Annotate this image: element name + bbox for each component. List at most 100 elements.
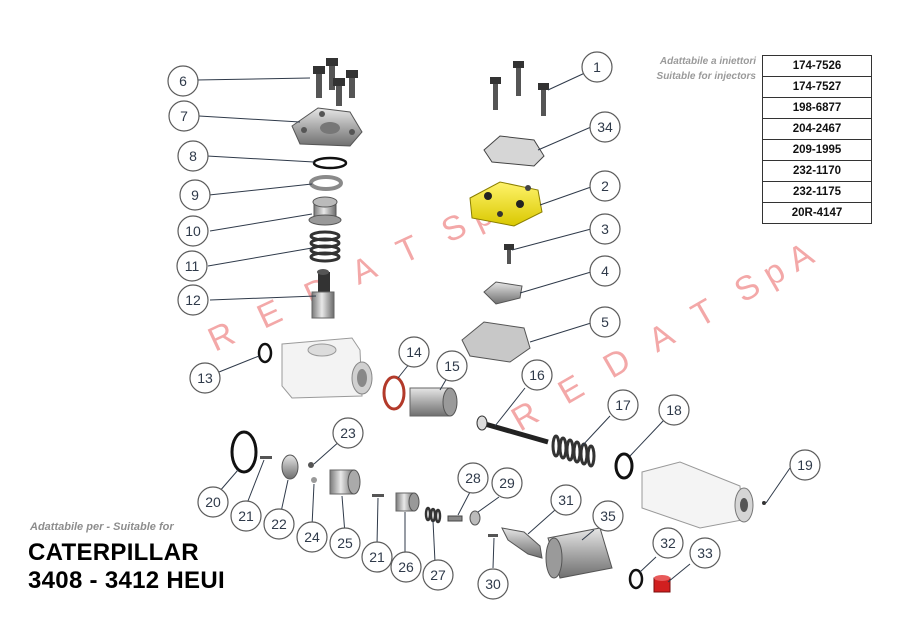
part-31-valve xyxy=(501,527,543,559)
callout-34: 34 xyxy=(589,111,621,143)
part-4-armature xyxy=(483,281,523,305)
part-6-screws xyxy=(313,58,358,106)
svg-text:28: 28 xyxy=(465,470,481,486)
part-10-sleeve xyxy=(308,196,342,226)
injector-codes-table: 174-7526 174-7527 198-6877 204-2467 209-… xyxy=(762,55,872,224)
part-14-seal xyxy=(382,375,406,411)
part-22-disc xyxy=(281,454,299,480)
part-35-barrel xyxy=(545,527,613,579)
part-9-washer xyxy=(309,175,343,191)
svg-text:9: 9 xyxy=(191,187,199,203)
callout-7: 7 xyxy=(168,100,200,132)
table-row: 232-1170 xyxy=(762,160,872,182)
part-1-screws xyxy=(490,61,549,116)
part-29-washer xyxy=(469,510,481,526)
engine-model: 3408 - 3412 HEUI xyxy=(28,567,225,594)
svg-text:29: 29 xyxy=(499,475,515,491)
callout-28: 28 xyxy=(457,462,489,494)
part-24-ball xyxy=(311,477,317,483)
part-8-oring xyxy=(312,156,348,170)
callout-19: 19 xyxy=(789,449,821,481)
callout-17: 17 xyxy=(607,389,639,421)
part-5-plate xyxy=(461,321,531,363)
part-28-pin xyxy=(447,515,463,522)
callout-30: 30 xyxy=(477,568,509,600)
callout-12: 12 xyxy=(177,284,209,316)
svg-text:23: 23 xyxy=(340,425,356,441)
callout-21b: 21 xyxy=(361,541,393,573)
callout-9: 9 xyxy=(179,179,211,211)
callout-14: 14 xyxy=(398,336,430,368)
callout-8: 8 xyxy=(177,140,209,172)
svg-text:5: 5 xyxy=(601,314,609,330)
part-20-oring xyxy=(230,430,258,474)
leader-lines xyxy=(195,71,791,583)
code-cell: 232-1170 xyxy=(762,160,872,182)
table-row: 209-1995 xyxy=(762,139,872,161)
svg-text:2: 2 xyxy=(601,178,609,194)
svg-text:26: 26 xyxy=(398,559,414,575)
svg-text:25: 25 xyxy=(337,535,353,551)
svg-text:14: 14 xyxy=(406,344,422,360)
callout-18: 18 xyxy=(658,394,690,426)
code-cell: 20R-4147 xyxy=(762,202,872,224)
svg-text:20: 20 xyxy=(205,494,221,510)
table-row: 174-7526 xyxy=(762,55,872,77)
callout-2: 2 xyxy=(589,170,621,202)
note-english: Suitable for injectors xyxy=(656,71,756,82)
svg-text:15: 15 xyxy=(444,358,460,374)
part-15-sleeve xyxy=(409,387,458,417)
svg-text:13: 13 xyxy=(197,370,213,386)
table-row: 232-1175 xyxy=(762,181,872,203)
svg-text:17: 17 xyxy=(615,397,631,413)
part-33-cap xyxy=(653,575,671,593)
part-17-spring xyxy=(551,434,596,468)
svg-text:32: 32 xyxy=(660,535,676,551)
part-26-cylinder xyxy=(395,492,420,512)
svg-text:3: 3 xyxy=(601,221,609,237)
svg-text:21: 21 xyxy=(369,549,385,565)
part-21-pins xyxy=(260,456,384,497)
callout-4: 4 xyxy=(589,255,621,287)
svg-text:24: 24 xyxy=(304,529,320,545)
part-30-pin xyxy=(488,534,498,537)
callout-23: 23 xyxy=(332,417,364,449)
part-injector-body xyxy=(281,337,373,399)
svg-text:22: 22 xyxy=(271,516,287,532)
callout-31: 31 xyxy=(550,484,582,516)
part-2-solenoid xyxy=(469,181,543,227)
svg-text:10: 10 xyxy=(185,223,201,239)
part-23-ball xyxy=(308,462,314,468)
svg-text:27: 27 xyxy=(430,567,446,583)
svg-text:30: 30 xyxy=(485,576,501,592)
part-3-screw xyxy=(504,244,514,264)
code-cell: 174-7526 xyxy=(762,55,872,77)
svg-text:11: 11 xyxy=(185,258,200,274)
svg-text:4: 4 xyxy=(601,263,609,279)
part-11-spring xyxy=(309,230,341,263)
code-cell: 209-1995 xyxy=(762,139,872,161)
callout-6: 6 xyxy=(167,65,199,97)
part-18-oring xyxy=(614,452,634,480)
callout-27: 27 xyxy=(422,559,454,591)
callout-20: 20 xyxy=(197,486,229,518)
part-25-cylinder xyxy=(329,469,361,495)
svg-text:18: 18 xyxy=(666,402,682,418)
svg-text:6: 6 xyxy=(179,73,187,89)
part-27-spring xyxy=(424,506,442,524)
callout-26: 26 xyxy=(390,551,422,583)
code-cell: 232-1175 xyxy=(762,181,872,203)
callout-21a: 21 xyxy=(230,500,262,532)
part-12-plunger xyxy=(311,269,335,319)
svg-text:16: 16 xyxy=(529,367,545,383)
callout-29: 29 xyxy=(491,467,523,499)
svg-text:34: 34 xyxy=(597,119,613,135)
table-row: 204-2467 xyxy=(762,118,872,140)
callout-15: 15 xyxy=(436,350,468,382)
code-cell: 204-2467 xyxy=(762,118,872,140)
svg-text:19: 19 xyxy=(797,457,813,473)
part-13-oring xyxy=(257,342,273,364)
svg-text:7: 7 xyxy=(180,108,188,124)
svg-text:33: 33 xyxy=(697,545,713,561)
